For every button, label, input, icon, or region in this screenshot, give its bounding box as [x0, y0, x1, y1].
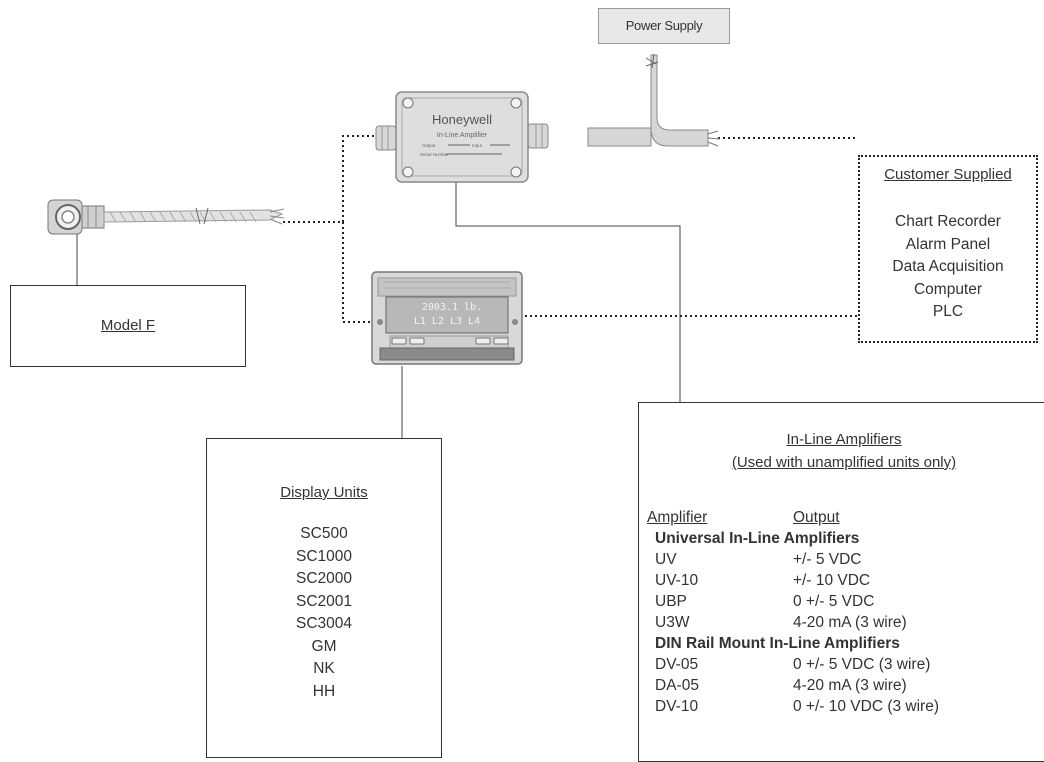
table-header-row: Amplifier Output	[647, 507, 1044, 528]
table-row: U3W 4-20 mA (3 wire)	[647, 612, 1044, 633]
output-cell: 0 +/- 5 VDC (3 wire)	[793, 656, 931, 673]
list-item: SC2001	[295, 592, 352, 610]
list-item: PLC	[932, 303, 964, 320]
customer-supplied-box: Customer Supplied Chart Recorder Alarm P…	[858, 155, 1038, 343]
output-cell: +/- 10 VDC	[793, 572, 871, 589]
group-header-din-rail: DIN Rail Mount In-Line Amplifiers	[655, 635, 900, 652]
list-item: GM	[311, 637, 337, 655]
output-cell: 0 +/- 5 VDC	[793, 593, 875, 610]
amplifier-cell: UBP	[655, 593, 687, 610]
model-f-box: Model F	[10, 285, 246, 367]
column-header-amplifier: Amplifier	[647, 509, 708, 526]
amplifiers-table: Amplifier Output Universal In-Line Ampli…	[647, 507, 1044, 717]
output-cell: 4-20 mA (3 wire)	[793, 677, 907, 694]
amplifier-subtitle-label: In-Line Amplifier	[437, 132, 488, 139]
list-item: HH	[312, 682, 336, 700]
in-line-amplifier-icon	[375, 91, 549, 183]
display-units-title: Display Units	[280, 484, 368, 501]
model-f-label: Model F	[100, 317, 156, 334]
list-item: Chart Recorder	[895, 213, 1001, 230]
output-cell: +/- 5 VDC	[793, 551, 862, 568]
group-header-universal: Universal In-Line Amplifiers	[655, 530, 860, 547]
amplifier-cell: UV	[655, 551, 677, 568]
display-units-list: SC500 SC1000 SC2000 SC2001 SC3004 GM NK …	[207, 523, 441, 703]
amplifier-cell: DV-10	[655, 698, 699, 715]
table-row: UBP 0 +/- 5 VDC	[647, 591, 1044, 612]
amplifier-serial-label: Serial Number	[420, 152, 449, 157]
power-supply-box: Power Supply	[598, 8, 730, 44]
junction-to-display-wire	[342, 222, 378, 323]
amplifier-cell: DA-05	[655, 677, 699, 694]
power-supply-label: Power Supply	[625, 18, 703, 33]
display-indicator-text: L1 L2 L3 L4	[414, 316, 480, 327]
list-item: Computer	[913, 280, 983, 298]
amplifier-output-label: Output	[422, 143, 436, 148]
list-item: NK	[313, 660, 335, 677]
display-units-box: Display Units SC500 SC1000 SC2000 SC2001…	[206, 438, 442, 758]
amplifier-leader-line	[455, 180, 681, 403]
customer-supplied-list: Chart Recorder Alarm Panel Data Acquisit…	[860, 211, 1036, 324]
table-row: DV-10 0 +/- 10 VDC (3 wire)	[647, 696, 1044, 717]
amplifier-brand-label: Honeywell	[432, 112, 492, 127]
list-item: SC1000	[295, 547, 352, 565]
amplifier-input-label: Input	[472, 143, 483, 148]
output-cell: 0 +/- 10 VDC (3 wire)	[793, 698, 940, 715]
amplifier-cell: UV-10	[655, 572, 699, 589]
list-item: SC500	[300, 525, 348, 542]
list-item: Alarm Panel	[905, 235, 991, 253]
junction-to-amplifier-wire	[342, 135, 378, 222]
column-header-output: Output	[793, 509, 840, 526]
amplifiers-title: In-Line Amplifiers	[786, 431, 902, 448]
output-cell: 4-20 mA (3 wire)	[793, 614, 907, 631]
table-row: UV-10 +/- 10 VDC	[647, 570, 1044, 591]
amplifiers-subtitle: (Used with unamplified units only)	[731, 454, 957, 471]
load-cell-sensor-icon	[47, 199, 105, 235]
display-reading-text: 2003.1 lb.	[422, 302, 482, 313]
list-item: SC2000	[295, 570, 352, 587]
display-unit-icon	[371, 271, 523, 365]
in-line-amplifiers-box: In-Line Amplifiers (Used with unamplifie…	[638, 402, 1044, 762]
power-cable-icon	[587, 53, 721, 147]
table-row: DA-05 4-20 mA (3 wire)	[647, 675, 1044, 696]
list-item: SC3004	[295, 615, 352, 632]
list-item: Data Acquisition	[892, 258, 1004, 275]
amplifier-cell: DV-05	[655, 656, 699, 673]
table-row: UV +/- 5 VDC	[647, 549, 1044, 570]
customer-supplied-title: Customer Supplied	[884, 166, 1012, 183]
table-row: DV-05 0 +/- 5 VDC (3 wire)	[647, 654, 1044, 675]
sensor-cable-icon	[103, 207, 285, 225]
amplifier-cell: U3W	[655, 614, 690, 631]
